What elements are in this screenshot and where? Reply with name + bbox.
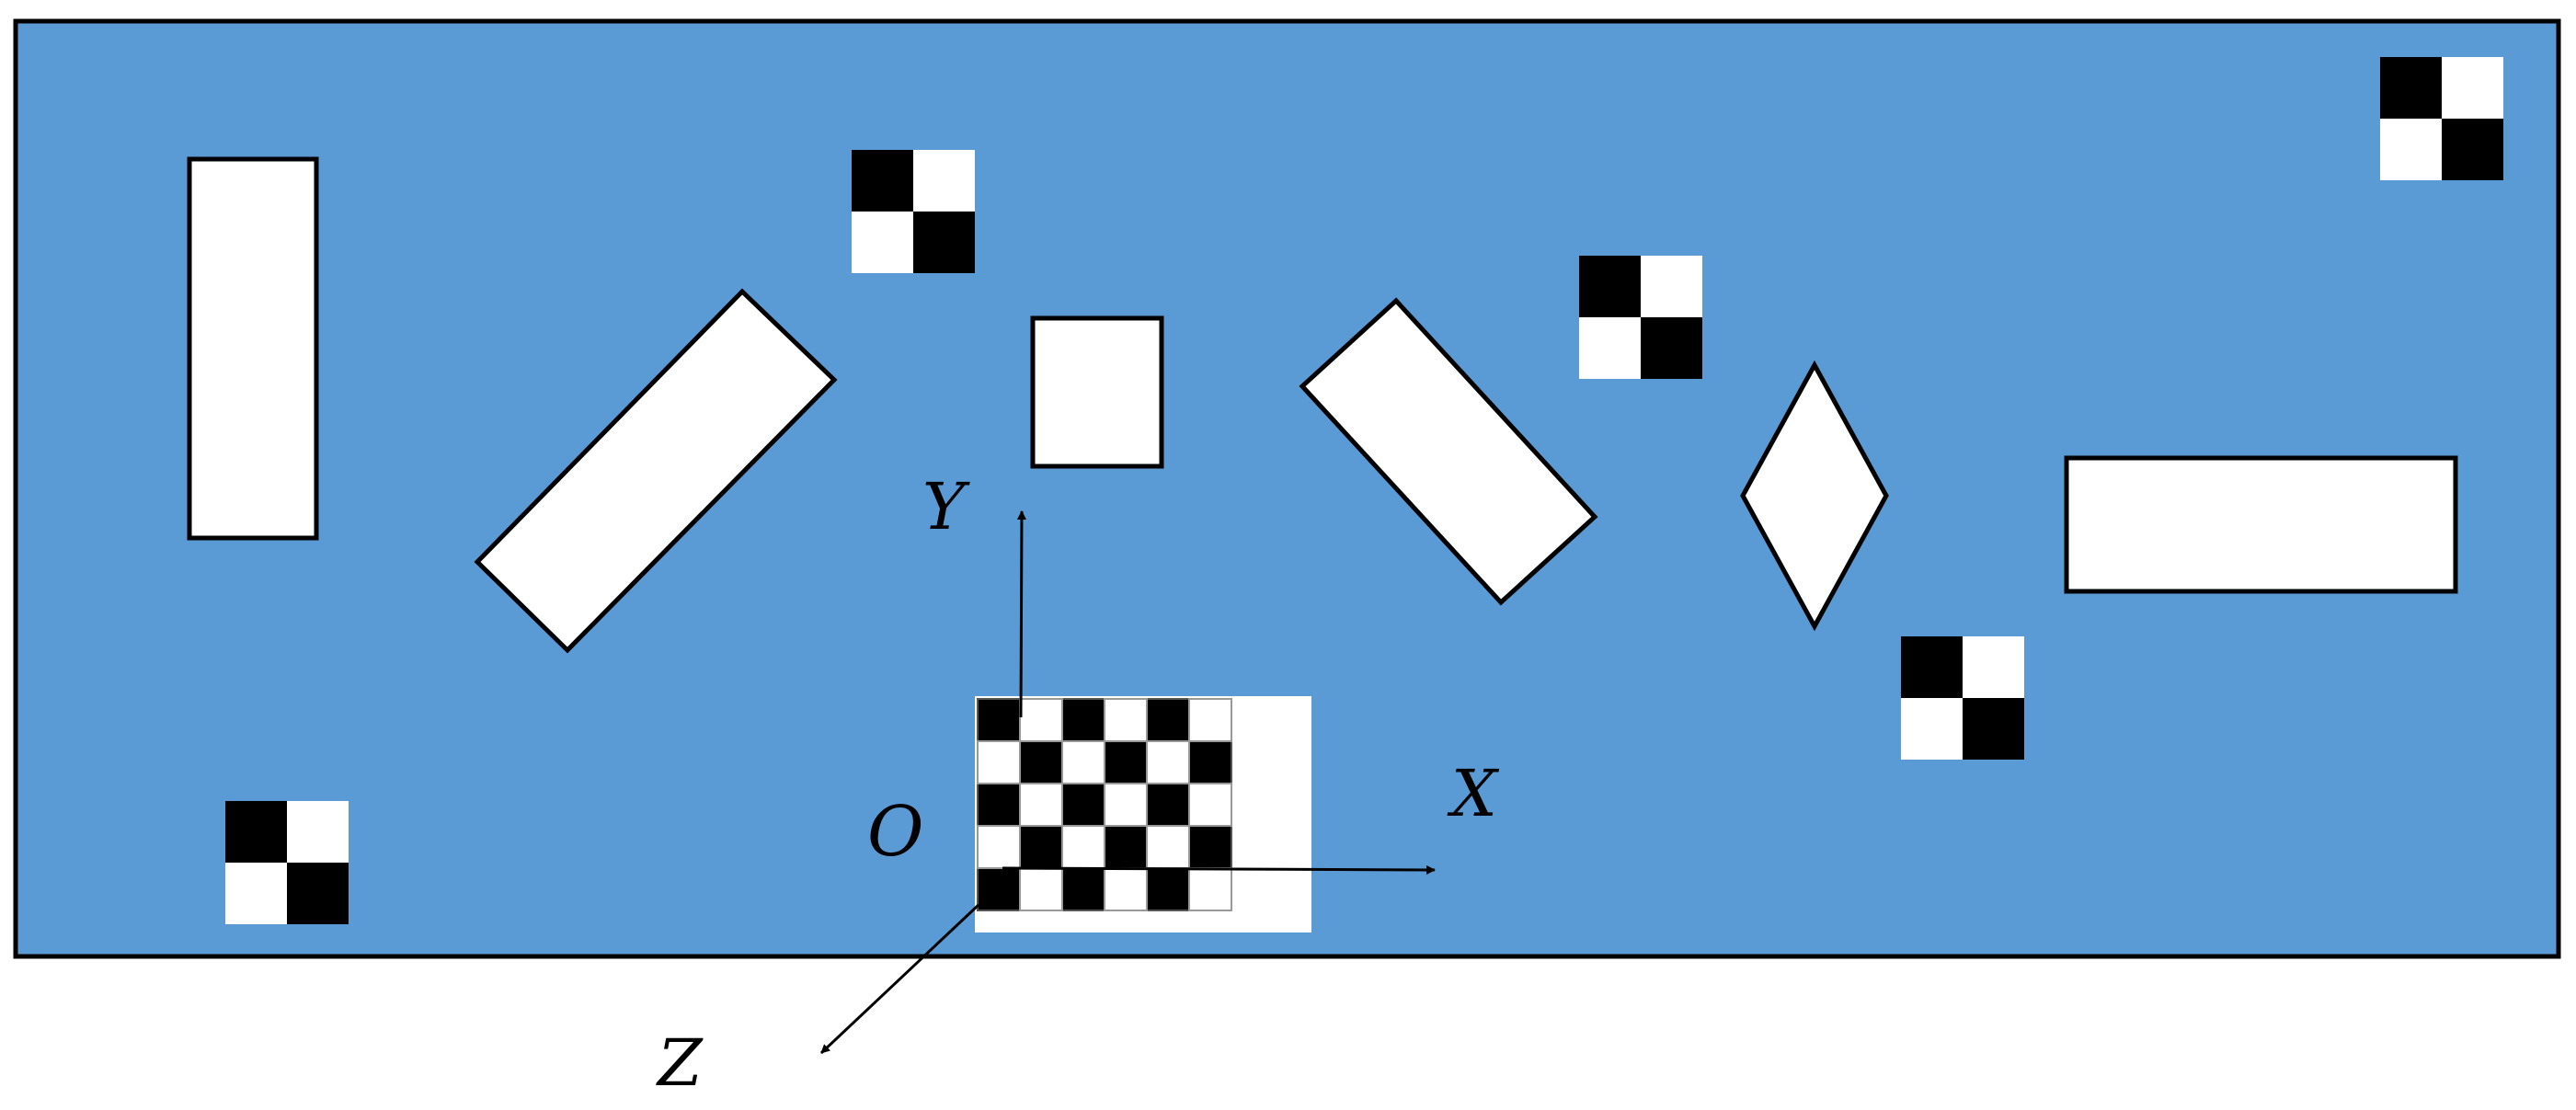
checker-marker xyxy=(225,801,349,924)
marker-cell-dark xyxy=(913,212,975,273)
calibration-cell-dark xyxy=(1188,740,1232,784)
calibration-cell-light xyxy=(1188,867,1232,911)
calibration-cell-dark xyxy=(1146,698,1190,742)
marker-cell-light xyxy=(225,863,287,924)
marker-cell-dark xyxy=(1901,636,1963,698)
marker-cell-light xyxy=(1963,636,2024,698)
marker-cell-dark xyxy=(225,801,287,863)
calibration-cell-dark xyxy=(1104,740,1148,784)
x-axis-label: X xyxy=(1447,756,1500,831)
marker-cell-light xyxy=(1901,698,1963,760)
calibration-cell-light xyxy=(1188,698,1232,742)
calibration-cell-dark xyxy=(977,783,1021,827)
calibration-board xyxy=(975,696,1311,933)
marker-cell-dark xyxy=(287,863,349,924)
marker-group xyxy=(225,57,2503,924)
calibration-cell-light xyxy=(977,825,1021,869)
calibration-cell-light xyxy=(1019,867,1063,911)
marker-cell-dark xyxy=(2380,57,2442,119)
square xyxy=(1030,315,1164,469)
calibration-cell-light xyxy=(1104,867,1148,911)
calibration-cell-dark xyxy=(1061,698,1105,742)
calibration-cell-light xyxy=(977,740,1021,784)
marker-cell-light xyxy=(852,212,913,273)
calibration-cell-dark xyxy=(977,867,1021,911)
calibration-cell-dark xyxy=(1061,867,1105,911)
calibration-cell-dark xyxy=(1146,867,1190,911)
marker-cell-light xyxy=(287,801,349,863)
marker-cell-dark xyxy=(1641,317,1702,379)
calibration-cell-light xyxy=(1104,783,1148,827)
calibration-cell-dark xyxy=(977,698,1021,742)
tilted-rectangle-middle xyxy=(1299,297,1598,606)
origin-label: O xyxy=(867,791,924,872)
checker-marker xyxy=(2380,57,2503,180)
calibration-cell-light xyxy=(1019,698,1063,742)
rhombus xyxy=(1740,360,1889,632)
marker-cell-light xyxy=(2442,57,2503,119)
checker-marker xyxy=(1579,256,1702,379)
shapes-group xyxy=(187,156,2458,654)
calibration-cell-light xyxy=(1188,783,1232,827)
marker-cell-dark xyxy=(1963,698,2024,760)
calibration-cell-light xyxy=(1104,698,1148,742)
marker-cell-dark xyxy=(2442,119,2503,180)
checker-marker xyxy=(1901,636,2024,760)
vertical-rectangle xyxy=(187,156,319,541)
calibration-cell-light xyxy=(1146,825,1190,869)
y-axis-label: Y xyxy=(922,469,970,544)
calibration-cell-light xyxy=(1061,825,1105,869)
marker-cell-light xyxy=(1641,256,1702,317)
calibration-cell-light xyxy=(1146,740,1190,784)
checker-marker xyxy=(852,150,975,273)
marker-cell-light xyxy=(1579,317,1641,379)
x-axis-arrow xyxy=(1002,864,1436,875)
calibration-cell-dark xyxy=(1061,783,1105,827)
tilted-rectangle-left xyxy=(474,288,838,654)
calibration-cell-light xyxy=(1019,783,1063,827)
z-axis-arrow xyxy=(819,903,980,1055)
y-axis-arrow xyxy=(1016,510,1026,718)
horizontal-rectangle xyxy=(2064,455,2458,594)
marker-cell-light xyxy=(2380,119,2442,180)
marker-cell-light xyxy=(913,150,975,212)
axes-group xyxy=(819,510,1436,1055)
calibration-cell-dark xyxy=(1019,825,1063,869)
calibration-cell-light xyxy=(1061,740,1105,784)
calibration-cell-dark xyxy=(1188,825,1232,869)
marker-cell-dark xyxy=(1579,256,1641,317)
calibration-cell-dark xyxy=(1104,825,1148,869)
marker-cell-dark xyxy=(852,150,913,212)
z-axis-label: Z xyxy=(656,1025,704,1101)
calibration-cell-dark xyxy=(1019,740,1063,784)
calibration-cell-dark xyxy=(1146,783,1190,827)
